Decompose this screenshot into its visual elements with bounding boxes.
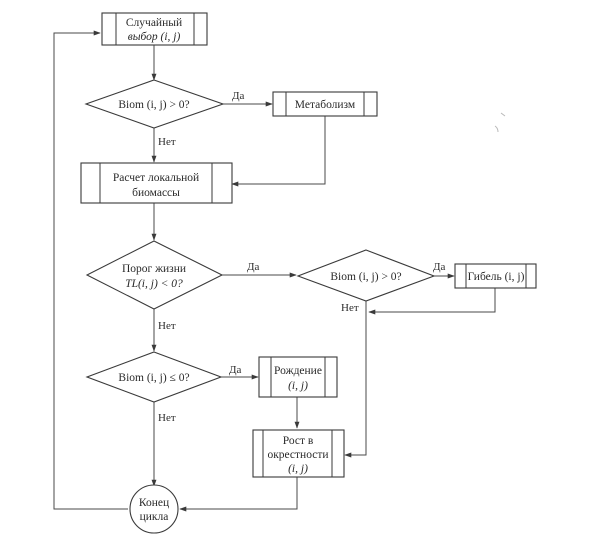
node-biom-check-3: Biom (i, j) ≤ 0?: [85, 351, 223, 403]
label-yes-2: Да: [247, 261, 260, 273]
node-neighborhood-growth: Рост в окрестности (i, j): [252, 429, 345, 478]
node-text: (i, j): [288, 463, 308, 475]
node-text: окрестности: [267, 449, 328, 461]
node-death: Гибель (i, j): [454, 263, 537, 289]
node-text: Biom (i, j) ≤ 0?: [118, 372, 189, 384]
edge-death-to-merge: [368, 288, 496, 315]
node-local-biomass: Расчет локальной биомассы: [80, 162, 233, 204]
edge-biom-check-2-no: [344, 301, 367, 458]
label-yes-4: Да: [229, 364, 242, 376]
node-life-threshold: Порог жизни TL(i, j) < 0?: [85, 240, 224, 310]
node-loop-end: Конец цикла: [129, 484, 179, 534]
node-text: (i, j): [288, 380, 308, 392]
node-text: биомассы: [132, 187, 180, 199]
node-text: Случайный: [126, 17, 182, 29]
node-text: Порог жизни: [122, 263, 186, 275]
node-biom-check-1: Biom (i, j) > 0?: [84, 79, 225, 129]
node-random-select: Случайный выбор (i, j): [101, 12, 208, 46]
edge-metabolism-to-local-biomass: [231, 116, 326, 187]
node-metabolism: Метаболизм: [272, 91, 378, 117]
label-yes-3: Да: [433, 261, 446, 273]
node-text: Рождение: [274, 365, 322, 377]
edge-labels: Да Нет Да Нет Да Нет Да Нет: [158, 90, 446, 424]
node-text: Конец: [139, 497, 169, 509]
node-text: Метаболизм: [295, 99, 356, 111]
label-no-1: Нет: [158, 136, 176, 148]
node-biom-check-2: Biom (i, j) > 0?: [296, 249, 436, 302]
label-no-3: Нет: [341, 302, 359, 314]
label-yes-1: Да: [232, 90, 245, 102]
node-text: TL(i, j) < 0?: [125, 278, 183, 290]
node-text: Гибель (i, j): [468, 271, 525, 283]
node-text: цикла: [140, 511, 169, 523]
edge-loop-end-to-random-select: [53, 30, 128, 510]
node-text: Рост в: [283, 435, 314, 447]
node-birth: Рождение (i, j): [258, 356, 338, 398]
node-text: Biom (i, j) > 0?: [118, 99, 189, 111]
node-text: выбор (i, j): [128, 31, 181, 43]
node-text: Расчет локальной: [113, 172, 199, 184]
scan-artifacts: [494, 112, 506, 133]
edge-growth-to-loop-end: [179, 477, 298, 512]
label-no-4: Нет: [158, 412, 176, 424]
label-no-2: Нет: [158, 320, 176, 332]
edges: [53, 30, 496, 512]
node-text: Biom (i, j) > 0?: [330, 271, 401, 283]
